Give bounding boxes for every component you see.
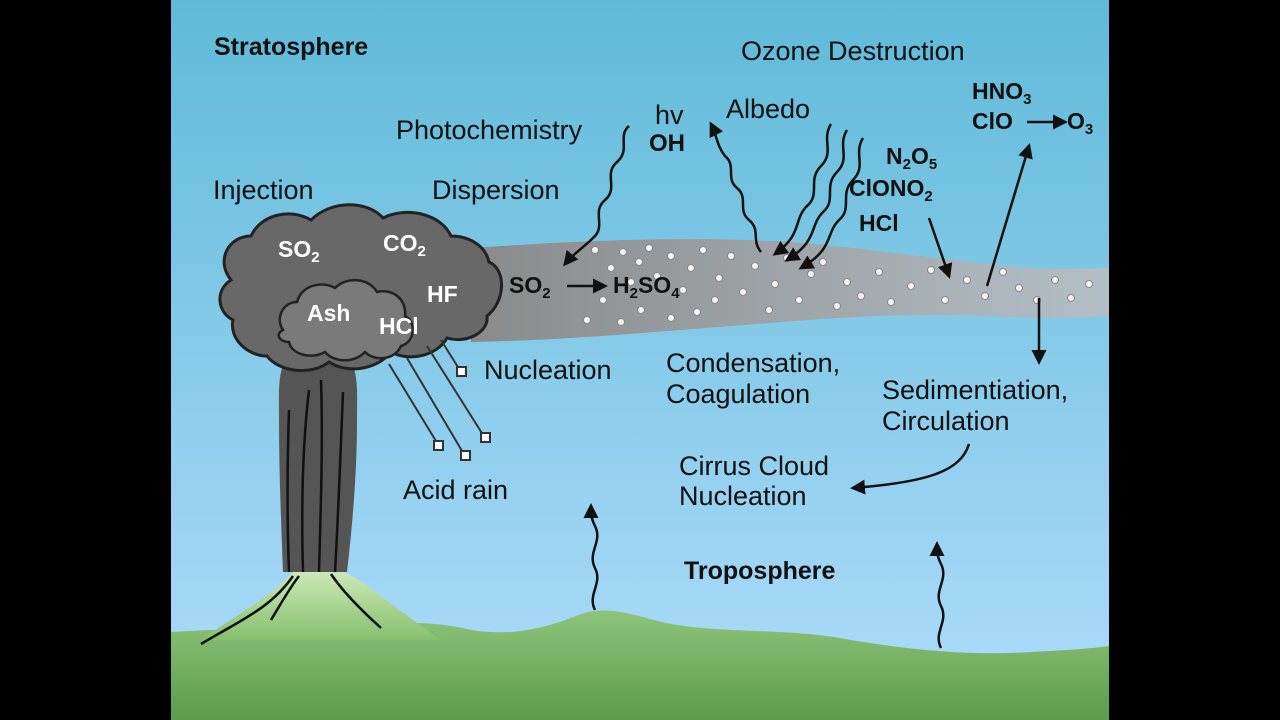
hcl-to-plume-arrow (927, 217, 953, 279)
clono2-label: ClONO2 (849, 175, 933, 205)
convection-arrow-left (583, 503, 599, 611)
volcano-cone (201, 566, 441, 640)
eruption-column-lines (200, 379, 382, 646)
stratosphere-label: Stratosphere (214, 33, 369, 61)
dispersion-label: Dispersion (432, 175, 560, 205)
plume-so2-label: SO2 (509, 272, 551, 302)
condensation-label-line1: Condensation, (666, 348, 841, 378)
cloud-hcl-label: HCl (379, 313, 419, 339)
o3-label: O3 (1067, 108, 1094, 138)
cloud-so2-label: SO2 (278, 236, 320, 266)
injection-label: Injection (213, 175, 314, 205)
cirrus-label-line2: Nucleation (679, 481, 807, 511)
ozone-arrow (985, 143, 1033, 287)
ash-cloud-inner (277, 279, 414, 362)
volcanic-atmosphere-diagram (171, 0, 1109, 720)
plume-particles (583, 244, 1093, 326)
hcl-label-right: HCl (859, 210, 899, 236)
nucleation-label: Nucleation (484, 355, 612, 385)
sedimentation-label-line2: Circulation (882, 406, 1010, 436)
cloud-ash-label: Ash (307, 300, 351, 326)
cloud-hf-label: HF (427, 281, 458, 307)
albedo-wave-1 (772, 123, 833, 256)
hv-label: hv (655, 100, 684, 130)
convection-arrow-right (929, 541, 945, 649)
diagram-frame: Stratosphere Ozone Destruction Photochem… (171, 0, 1109, 720)
clo-label: ClO (972, 108, 1013, 134)
hno3-label: HNO3 (972, 78, 1032, 108)
process-arrows (563, 114, 1068, 649)
acid-rain-streaks (388, 339, 491, 461)
hv-oh-arrow (709, 121, 763, 253)
photochemistry-label: Photochemistry (396, 115, 583, 145)
acid-rain-label: Acid rain (403, 475, 509, 505)
albedo-wave-2 (784, 129, 849, 262)
n2o5-label: N2O5 (886, 143, 938, 173)
oh-label: OH (649, 130, 685, 157)
albedo-wave-3 (798, 137, 865, 270)
sedimentation-label-line1: Sedimentiation, (882, 375, 1069, 405)
circulation-to-cirrus-arrow (850, 443, 971, 495)
cloud-co2-label: CO2 (383, 230, 426, 260)
eruption-column (278, 352, 358, 572)
condensation-label-line2: Coagulation (666, 379, 811, 409)
ozone-destruction-label: Ozone Destruction (741, 36, 965, 66)
albedo-label: Albedo (726, 94, 811, 124)
cirrus-label-line1: Cirrus Cloud (679, 451, 830, 481)
plume-h2so4-label: H2SO4 (613, 272, 680, 302)
photochemistry-arrow (563, 125, 630, 267)
troposphere-label: Troposphere (684, 557, 836, 585)
